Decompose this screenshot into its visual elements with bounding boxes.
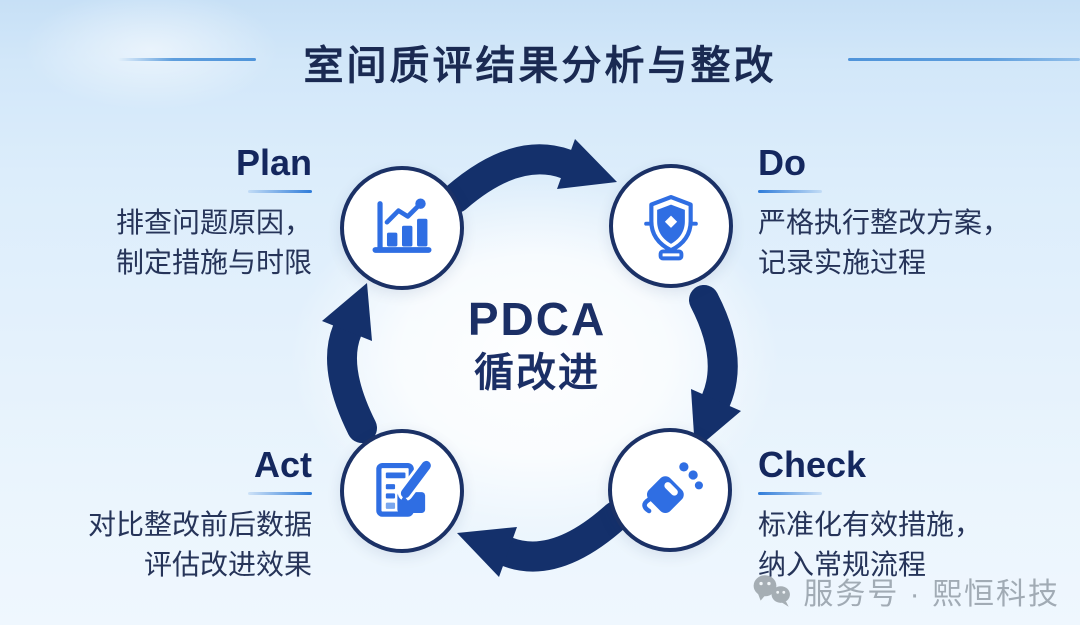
plan-desc-line1: 排查问题原因， [115, 207, 312, 238]
act-block: Act 对比整改前后数据 评估改进效果 [36, 444, 312, 585]
plan-heading: Plan [235, 142, 312, 183]
check-block: Check 标准化有效措施， 纳入常规流程 [758, 444, 1066, 585]
shield-icon [644, 195, 698, 261]
act-node [340, 429, 464, 553]
do-heading: Do [758, 142, 806, 183]
arrow-act-to-plan [322, 283, 377, 443]
center-label-pdca: PDCA [467, 293, 607, 345]
do-node [609, 164, 733, 288]
arrow-plan-to-do [441, 139, 617, 213]
title-decor-line-right [848, 58, 1080, 61]
center-label-sub: 循改进 [474, 351, 600, 395]
do-underline [758, 190, 822, 193]
do-desc-line2: 记录实施过程 [758, 247, 927, 278]
act-desc-line1: 对比整改前后数据 [87, 509, 312, 540]
check-node [608, 428, 732, 552]
check-heading: Check [758, 444, 867, 485]
center-label: PDCA 循改进 [437, 294, 637, 396]
watermark-text: 服务号 · 熙恒科技 [803, 578, 1060, 611]
plan-underline [248, 190, 312, 193]
arrow-do-to-check [689, 285, 741, 450]
check-desc-line1: 标准化有效措施， [758, 509, 983, 540]
plan-block: Plan 排查问题原因， 制定措施与时限 [40, 142, 312, 283]
wechat-icon [753, 575, 791, 607]
plan-desc-line2: 制定措施与时限 [115, 247, 312, 278]
check-description: 标准化有效措施， 纳入常规流程 [758, 505, 1066, 585]
act-underline [248, 492, 312, 495]
act-description: 对比整改前后数据 评估改进效果 [36, 505, 312, 585]
watermark: 服务号 · 熙恒科技 [751, 569, 1060, 613]
tag-icon [642, 462, 703, 514]
bar-chart-icon [372, 198, 432, 253]
title-decor-line-left [118, 58, 256, 61]
act-desc-line2: 评估改进效果 [143, 549, 312, 580]
check-underline [758, 492, 822, 495]
edit-doc-icon [376, 458, 434, 517]
page-title: 室间质评结果分析与整改 [303, 44, 777, 88]
do-description: 严格执行整改方案， 记录实施过程 [758, 203, 1066, 283]
plan-node [340, 166, 464, 290]
plan-description: 排查问题原因， 制定措施与时限 [40, 203, 312, 283]
do-block: Do 严格执行整改方案， 记录实施过程 [758, 142, 1066, 283]
do-desc-line1: 严格执行整改方案， [758, 207, 1011, 238]
act-heading: Act [253, 444, 312, 485]
check-desc-line2: 纳入常规流程 [758, 549, 927, 580]
arrow-check-to-act [457, 501, 631, 577]
